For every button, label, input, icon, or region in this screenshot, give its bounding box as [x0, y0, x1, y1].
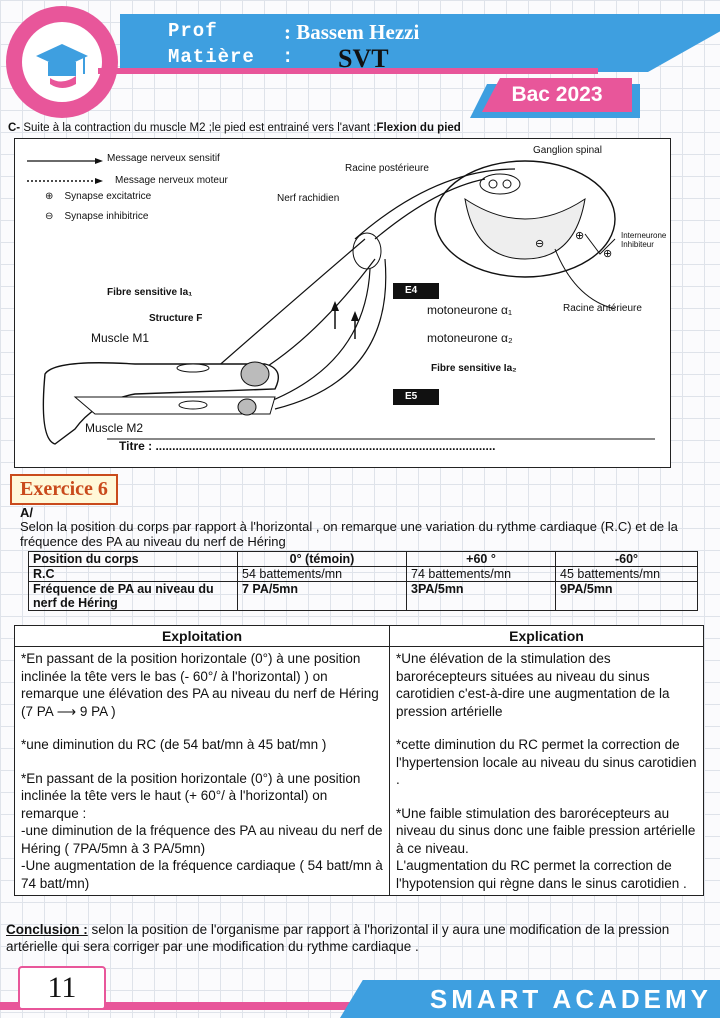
section-c-text: Suite à la contraction du muscle M2 ;le …	[23, 122, 377, 134]
label-e5: E5	[405, 391, 418, 402]
graduation-cap-icon	[36, 44, 88, 88]
explication-cell: *Une élévation de la stimulation des bar…	[389, 646, 704, 896]
label-muscle-m1: Muscle M1	[91, 331, 150, 345]
exploitation-para: *En passant de la position horizontale (…	[21, 651, 379, 719]
explication-para: L'augmentation du RC permet la correctio…	[396, 858, 687, 891]
svg-text:⊕: ⊕	[603, 248, 612, 260]
table-header: +60 °	[406, 551, 556, 567]
table-row: R.C 54 battements/mn 74 battements/mn 45…	[28, 566, 698, 582]
explication-para: *cette diminution du RC permet la correc…	[396, 737, 697, 787]
table-cell: R.C	[28, 566, 238, 582]
table-cell: 7 PA/5mn	[237, 581, 407, 611]
footer-accent	[0, 1002, 360, 1010]
section-c-bold: Flexion du pied	[376, 122, 461, 134]
label-ganglion: Ganglion spinal	[533, 145, 602, 156]
footer-brand: SMART ACADEMY	[340, 980, 720, 1018]
label-moto-a2: motoneurone α₂	[427, 331, 513, 345]
matiere-colon: :	[282, 46, 295, 68]
analysis-header-row: Exploitation Explication	[14, 625, 704, 647]
exploitation-cell: *En passant de la position horizontale (…	[14, 646, 390, 896]
analysis-table: Exploitation Explication *En passant de …	[14, 625, 704, 896]
prof-value: : Bassem Hezzi	[284, 20, 420, 44]
analysis-row: *En passant de la position horizontale (…	[14, 646, 704, 896]
label-racine-ant: Racine antérieure	[563, 303, 642, 314]
legend-sensory: Message nerveux sensitif	[107, 153, 220, 164]
bac-badge: Bac 2023	[482, 78, 632, 112]
prof-label: Prof	[168, 20, 218, 42]
analysis-header: Explication	[389, 625, 704, 647]
legend-excitatory-text: Synapse excitatrice	[64, 191, 152, 202]
reflex-diagram: ⊕ ⊕ ⊖ Message nerveux sensitif Message n…	[14, 138, 671, 468]
table-cell: 74 battements/mn	[406, 566, 556, 582]
explication-para: *Une élévation de la stimulation des bar…	[396, 651, 670, 719]
label-structure-f: Structure F	[149, 313, 203, 324]
legend-motor: Message nerveux moteur	[115, 175, 228, 186]
label-fibre-ia1: Fibre sensitive Ia₁	[107, 287, 193, 298]
logo-inner	[22, 22, 102, 102]
table-cell: Fréquence de PA au niveau du nerf de Hér…	[28, 581, 238, 611]
position-table: Position du corps 0° (témoin) +60 ° -60°…	[28, 551, 698, 611]
matiere-label: Matière	[168, 46, 255, 68]
legend-excitatory: ⊕ Synapse excitatrice	[45, 191, 151, 202]
table-cell: 54 battements/mn	[237, 566, 407, 582]
table-header: 0° (témoin)	[237, 551, 407, 567]
analysis-header: Exploitation	[14, 625, 390, 647]
label-e4: E4	[405, 285, 418, 296]
label-racine-post: Racine postérieure	[345, 163, 429, 174]
matiere-value: SVT	[338, 44, 389, 73]
exploitation-para: -Une augmentation de la fréquence cardia…	[21, 858, 383, 891]
legend-inhibitory-text: Synapse inhibitrice	[64, 211, 149, 222]
table-cell: 3PA/5mn	[406, 581, 556, 611]
excitatory-synapse-icon: ⊕	[45, 191, 54, 202]
table-header-row: Position du corps 0° (témoin) +60 ° -60°	[28, 551, 698, 567]
table-cell: 45 battements/mn	[555, 566, 698, 582]
label-fibre-ia2: Fibre sensitive Ia₂	[431, 363, 517, 374]
diagram-drawing: ⊕ ⊕ ⊖	[27, 158, 655, 445]
inhibitory-synapse-icon: ⊖	[45, 211, 54, 222]
exercise-title: Exercice 6	[10, 474, 118, 505]
svg-text:⊕: ⊕	[575, 230, 584, 242]
table-cell: 9PA/5mn	[555, 581, 698, 611]
header-accent	[98, 68, 598, 74]
label-moto-a1: motoneurone α₁	[427, 303, 513, 317]
table-row: Fréquence de PA au niveau du nerf de Hér…	[28, 581, 698, 611]
table-header: Position du corps	[28, 551, 238, 567]
exploitation-para: *En passant de la position horizontale (…	[21, 770, 361, 821]
label-interneurone: Interneurone Inhibiteur	[621, 231, 667, 249]
svg-text:⊖: ⊖	[535, 238, 544, 250]
exploitation-para: *une diminution du RC (de 54 bat/mn à 45…	[21, 737, 327, 752]
exploitation-para: -une diminution de la fréquence des PA a…	[21, 823, 383, 856]
explication-para: *Une faible stimulation des barorécepteu…	[396, 805, 696, 856]
conclusion-text: selon la position de l'organisme par rap…	[6, 922, 670, 954]
label-muscle-m2: Muscle M2	[85, 421, 144, 435]
table-header: -60°	[555, 551, 698, 567]
exercise-part: A/	[20, 505, 33, 520]
section-c-line: C- Suite à la contraction du muscle M2 ;…	[8, 122, 461, 134]
conclusion: Conclusion : selon la position de l'orga…	[6, 921, 712, 955]
section-c-label: C-	[8, 122, 21, 134]
legend-inhibitory: ⊖ Synapse inhibitrice	[45, 211, 148, 222]
conclusion-label: Conclusion :	[6, 922, 88, 937]
label-nerf: Nerf rachidien	[277, 193, 340, 204]
diagram-title-field: Titre : ................................…	[119, 439, 496, 453]
header-band	[120, 14, 720, 72]
exercise-intro: Selon la position du corps par rapport à…	[20, 519, 678, 549]
page-number: 11	[18, 966, 106, 1010]
